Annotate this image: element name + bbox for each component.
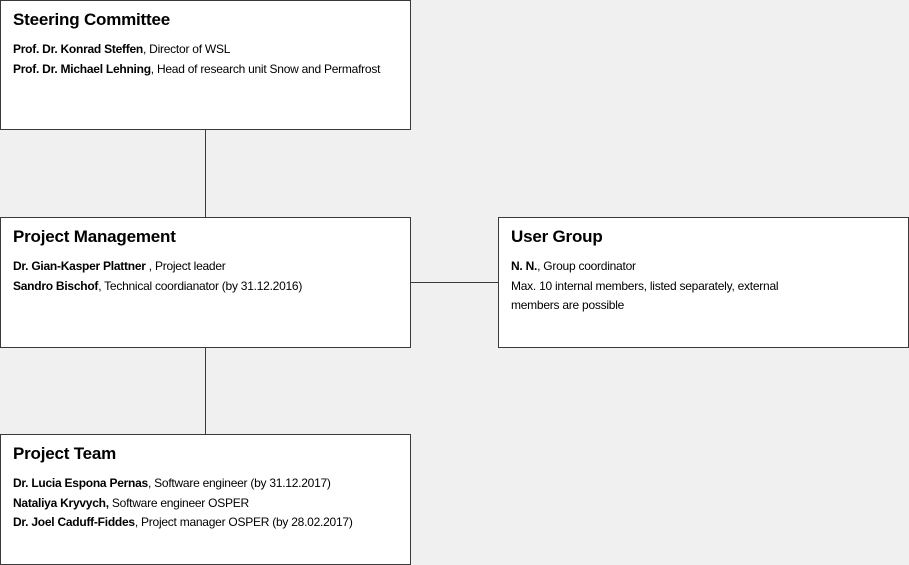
member-role: , Director of WSL <box>143 42 231 56</box>
project-team-title: Project Team <box>13 444 117 463</box>
user-group-title: User Group <box>511 227 603 246</box>
member-name: Prof. Dr. Konrad Steffen <box>13 42 144 56</box>
management-member: Sandro Bischof, Technical coordianator (… <box>13 277 398 297</box>
member-name: N. N. <box>511 259 538 273</box>
member-name: Nataliya Kryvych, <box>13 495 109 510</box>
member-role: , Project leader <box>145 259 226 273</box>
user-group-coordinator: N. N., Group coordinator <box>511 257 896 277</box>
member-role: , Technical coordianator (by 31.12.2016) <box>98 278 303 293</box>
steering-member: Prof. Dr. Konrad Steffen, Director of WS… <box>13 40 398 60</box>
steering-committee-title: Steering Committee <box>13 10 170 29</box>
member-role: , Software engineer (by 31.12.2017) <box>147 476 331 490</box>
connector-management-user-group <box>411 282 498 283</box>
member-name: Dr. Joel Caduff-Fiddes <box>13 515 135 529</box>
member-role: , Group coordinator <box>537 259 636 273</box>
member-role: , Project manager OSPER (by 28.02.2017) <box>134 515 353 529</box>
connector-management-team <box>205 348 206 434</box>
team-member: Nataliya Kryvych, Software engineer OSPE… <box>13 494 398 514</box>
project-management-box: Project Management Dr. Gian-Kasper Platt… <box>0 217 411 348</box>
user-group-box: User Group N. N., Group coordinator Max.… <box>498 217 909 348</box>
member-name: Dr. Lucia Espona Pernas <box>13 476 148 490</box>
steering-committee-box: Steering Committee Prof. Dr. Konrad Stef… <box>0 0 411 130</box>
member-name: Prof. Dr. Michael Lehning <box>13 61 151 76</box>
management-member: Dr. Gian-Kasper Plattner , Project leade… <box>13 257 398 277</box>
member-name: Sandro Bischof <box>13 278 99 293</box>
connector-steering-management <box>205 130 206 217</box>
member-role: , Head of research unit Snow and Permafr… <box>150 61 381 76</box>
team-member: Dr. Lucia Espona Pernas, Software engine… <box>13 474 398 494</box>
project-management-title: Project Management <box>13 227 176 246</box>
project-team-box: Project Team Dr. Lucia Espona Pernas, So… <box>0 434 411 565</box>
member-name: Dr. Gian-Kasper Plattner <box>13 259 146 273</box>
member-role: Software engineer OSPER <box>108 495 249 510</box>
team-member: Dr. Joel Caduff-Fiddes, Project manager … <box>13 513 398 533</box>
user-group-note: Max. 10 internal members, listed separat… <box>511 278 779 313</box>
steering-member: Prof. Dr. Michael Lehning, Head of resea… <box>13 60 398 80</box>
